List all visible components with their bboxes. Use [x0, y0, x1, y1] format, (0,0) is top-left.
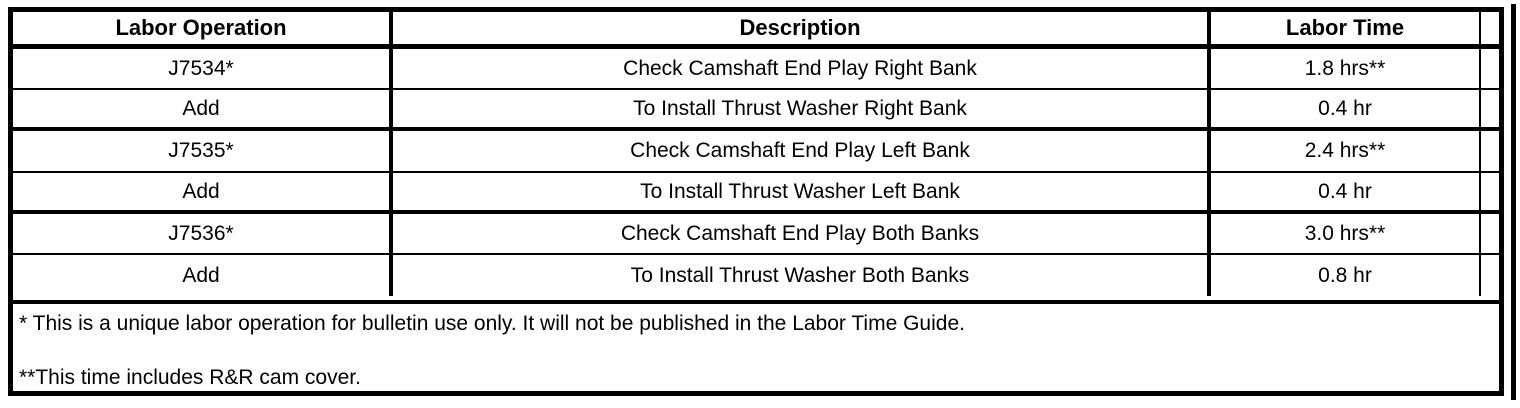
footnotes-section: * This is a unique labor operation for b… — [13, 304, 1499, 391]
cell-extra — [1479, 172, 1499, 210]
cell-labor-time: 0.4 hr — [1207, 172, 1479, 210]
cell-description: Check Camshaft End Play Left Bank — [389, 131, 1207, 171]
cell-labor-time: 3.0 hrs** — [1207, 213, 1479, 253]
column-header-labor-time: Labor Time — [1207, 12, 1479, 44]
table-row: J7535* Check Camshaft End Play Left Bank… — [13, 131, 1499, 173]
cell-extra — [1479, 254, 1499, 297]
cell-description: To Install Thrust Washer Both Banks — [389, 254, 1207, 297]
cell-description: Check Camshaft End Play Right Bank — [389, 49, 1207, 89]
column-header-extra — [1479, 12, 1499, 44]
table-row: Add To Install Thrust Washer Right Bank … — [13, 90, 1499, 132]
table-row: Add To Install Thrust Washer Left Bank 0… — [13, 172, 1499, 214]
table-row: Add To Install Thrust Washer Both Banks … — [13, 254, 1499, 297]
cell-extra — [1479, 90, 1499, 128]
table-inner: Labor Operation Description Labor Time J… — [13, 12, 1499, 391]
cell-labor-time: 0.4 hr — [1207, 90, 1479, 128]
footer-separator — [13, 300, 1499, 304]
footnote-double-asterisk: **This time includes R&R cam cover. — [19, 366, 361, 389]
table-row: J7536* Check Camshaft End Play Both Bank… — [13, 213, 1499, 255]
column-header-labor-operation: Labor Operation — [115, 15, 287, 40]
cell-labor-operation: J7534* — [168, 57, 234, 81]
cell-labor-time: 0.8 hr — [1207, 254, 1479, 297]
cell-description: To Install Thrust Washer Right Bank — [389, 90, 1207, 128]
column-header-description: Description — [389, 12, 1207, 44]
cell-labor-operation: Add — [182, 97, 220, 121]
cell-labor-operation: J7536* — [168, 221, 234, 245]
table-header-row: Labor Operation Description Labor Time — [13, 12, 1499, 49]
table-row: J7534* Check Camshaft End Play Right Ban… — [13, 49, 1499, 91]
footnote-single-asterisk: * This is a unique labor operation for b… — [19, 312, 965, 335]
cell-labor-operation: Add — [182, 264, 220, 288]
cell-description: Check Camshaft End Play Both Banks — [389, 213, 1207, 253]
cell-labor-time: 2.4 hrs** — [1207, 131, 1479, 171]
cell-extra — [1479, 49, 1499, 89]
cell-extra — [1479, 213, 1499, 253]
table-grid: Labor Operation Description Labor Time J… — [13, 12, 1499, 300]
labor-operation-table: Labor Operation Description Labor Time J… — [8, 7, 1504, 396]
cell-extra — [1479, 131, 1499, 171]
cell-labor-operation: Add — [182, 179, 220, 203]
cell-labor-time: 1.8 hrs** — [1207, 49, 1479, 89]
cell-description: To Install Thrust Washer Left Bank — [389, 172, 1207, 210]
page-right-edge-rule — [1511, 4, 1516, 400]
cell-labor-operation: J7535* — [168, 139, 234, 163]
